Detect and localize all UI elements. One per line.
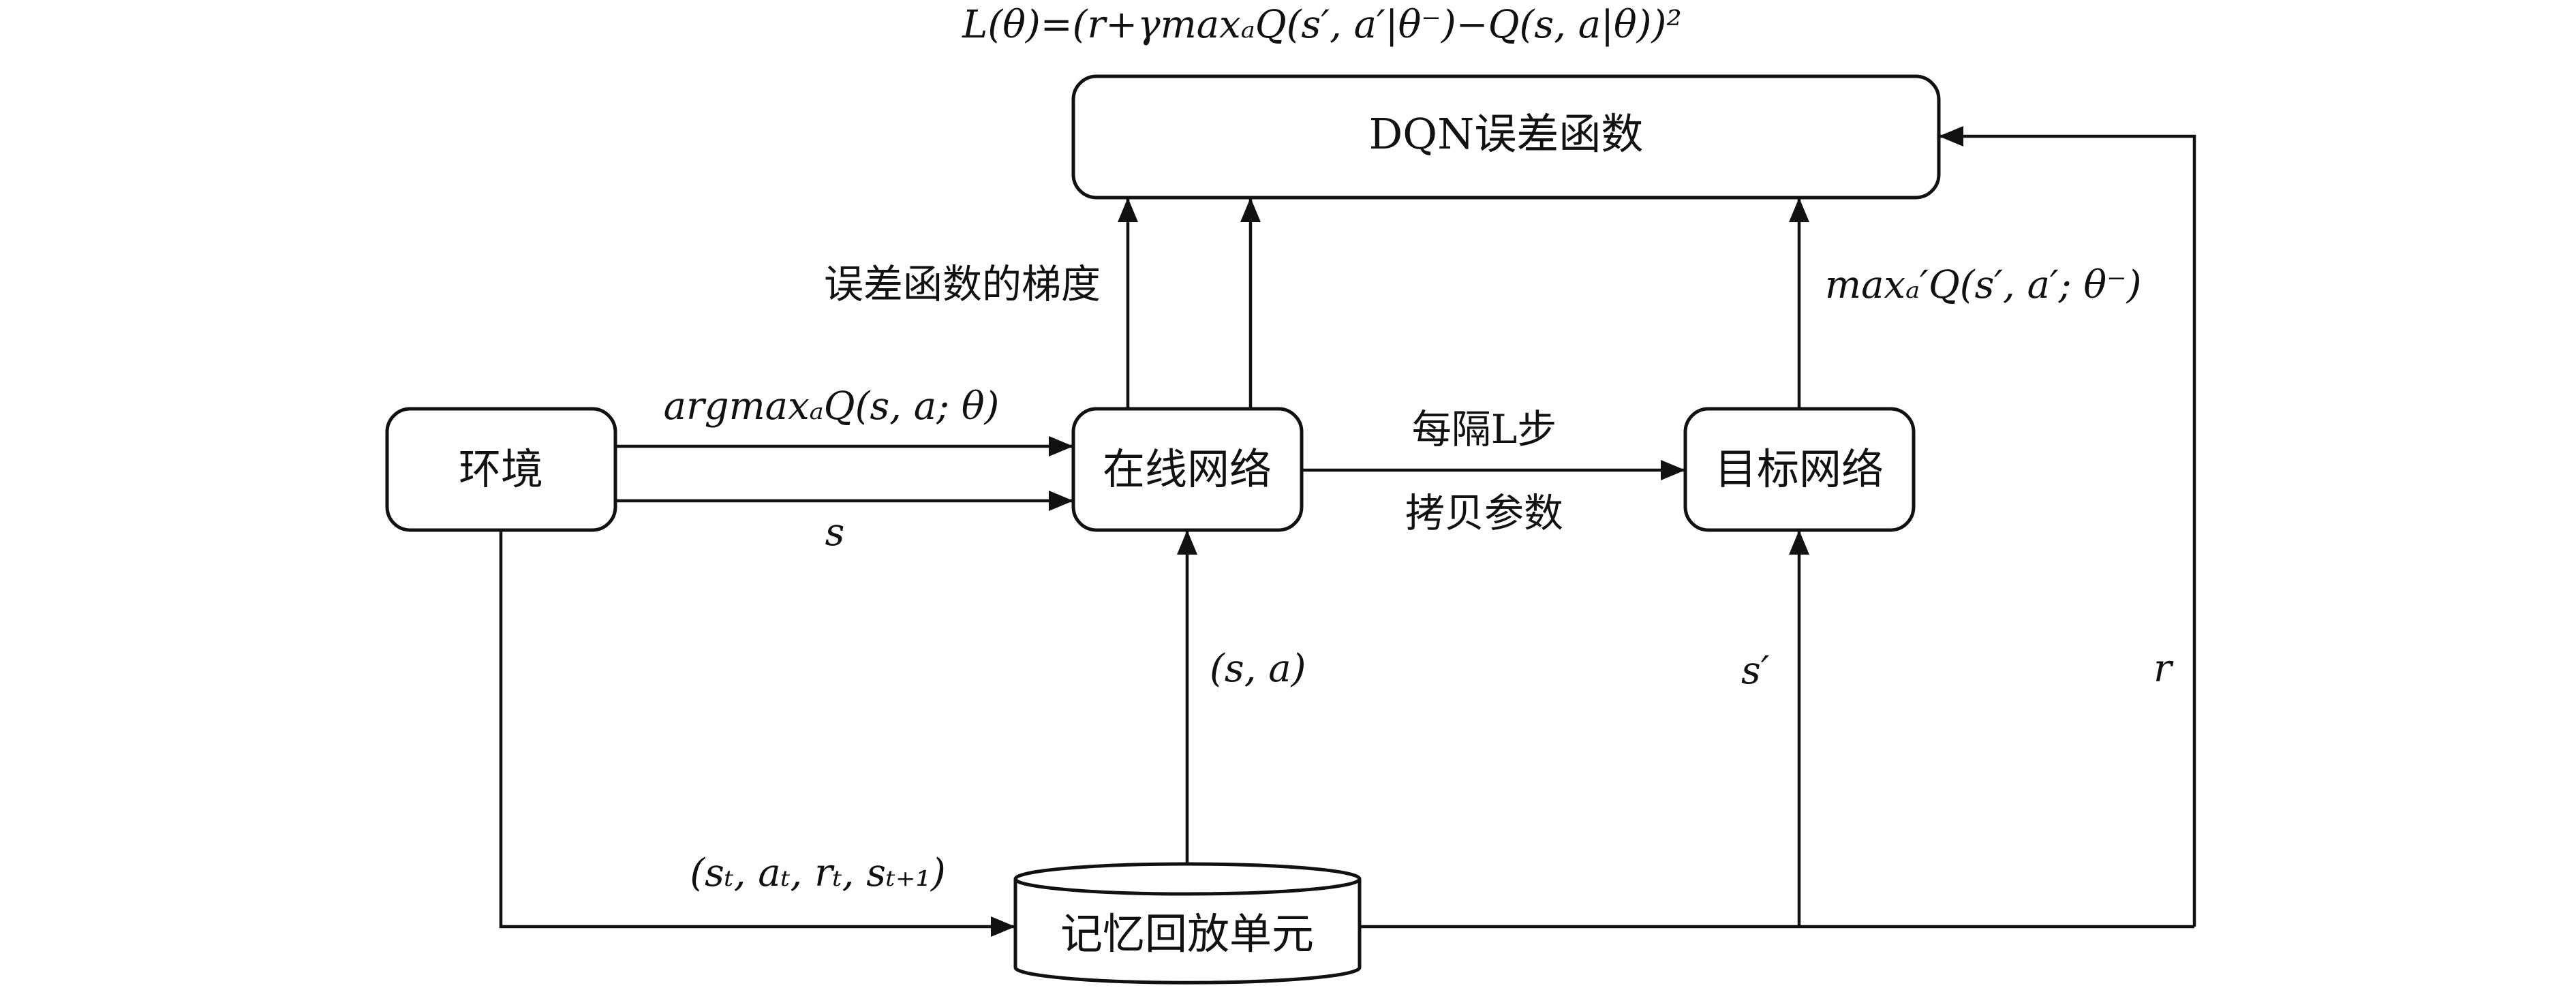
dqn-loss-label: DQN误差函数 — [1369, 109, 1644, 159]
online-network-label: 在线网络 — [1103, 444, 1272, 494]
environment-label: 环境 — [459, 444, 543, 494]
reward-label: r — [2153, 647, 2174, 691]
sa-label: (s, a) — [1210, 647, 1306, 691]
state-label: s — [825, 510, 845, 555]
every-L-label: 每隔L步 — [1412, 406, 1557, 452]
argmax-label: argmaxₐQ(s, a; θ) — [664, 384, 1000, 429]
replay-memory-label: 记忆回放单元 — [1060, 909, 1314, 959]
transition-label: (sₜ, aₜ, rₜ, sₜ₊₁) — [690, 851, 945, 895]
replay-memory-cylinder — [1013, 862, 1362, 985]
target-network-label: 目标网络 — [1715, 444, 1884, 494]
target-max-label: maxₐ′Q(s′, a′; θ⁻) — [1825, 263, 2142, 307]
transition-arrow — [499, 530, 1015, 937]
gradient-label: 误差函数的梯度 — [824, 261, 1101, 307]
s-prime-label: s′ — [1741, 649, 1770, 693]
loss-formula: L(θ)=(r+γmaxₐQ(s′, a′|θ⁻)−Q(s, a|θ))² — [962, 3, 1682, 47]
copy-params-label: 拷贝参数 — [1405, 490, 1563, 536]
reward-arrow — [1939, 126, 2196, 927]
